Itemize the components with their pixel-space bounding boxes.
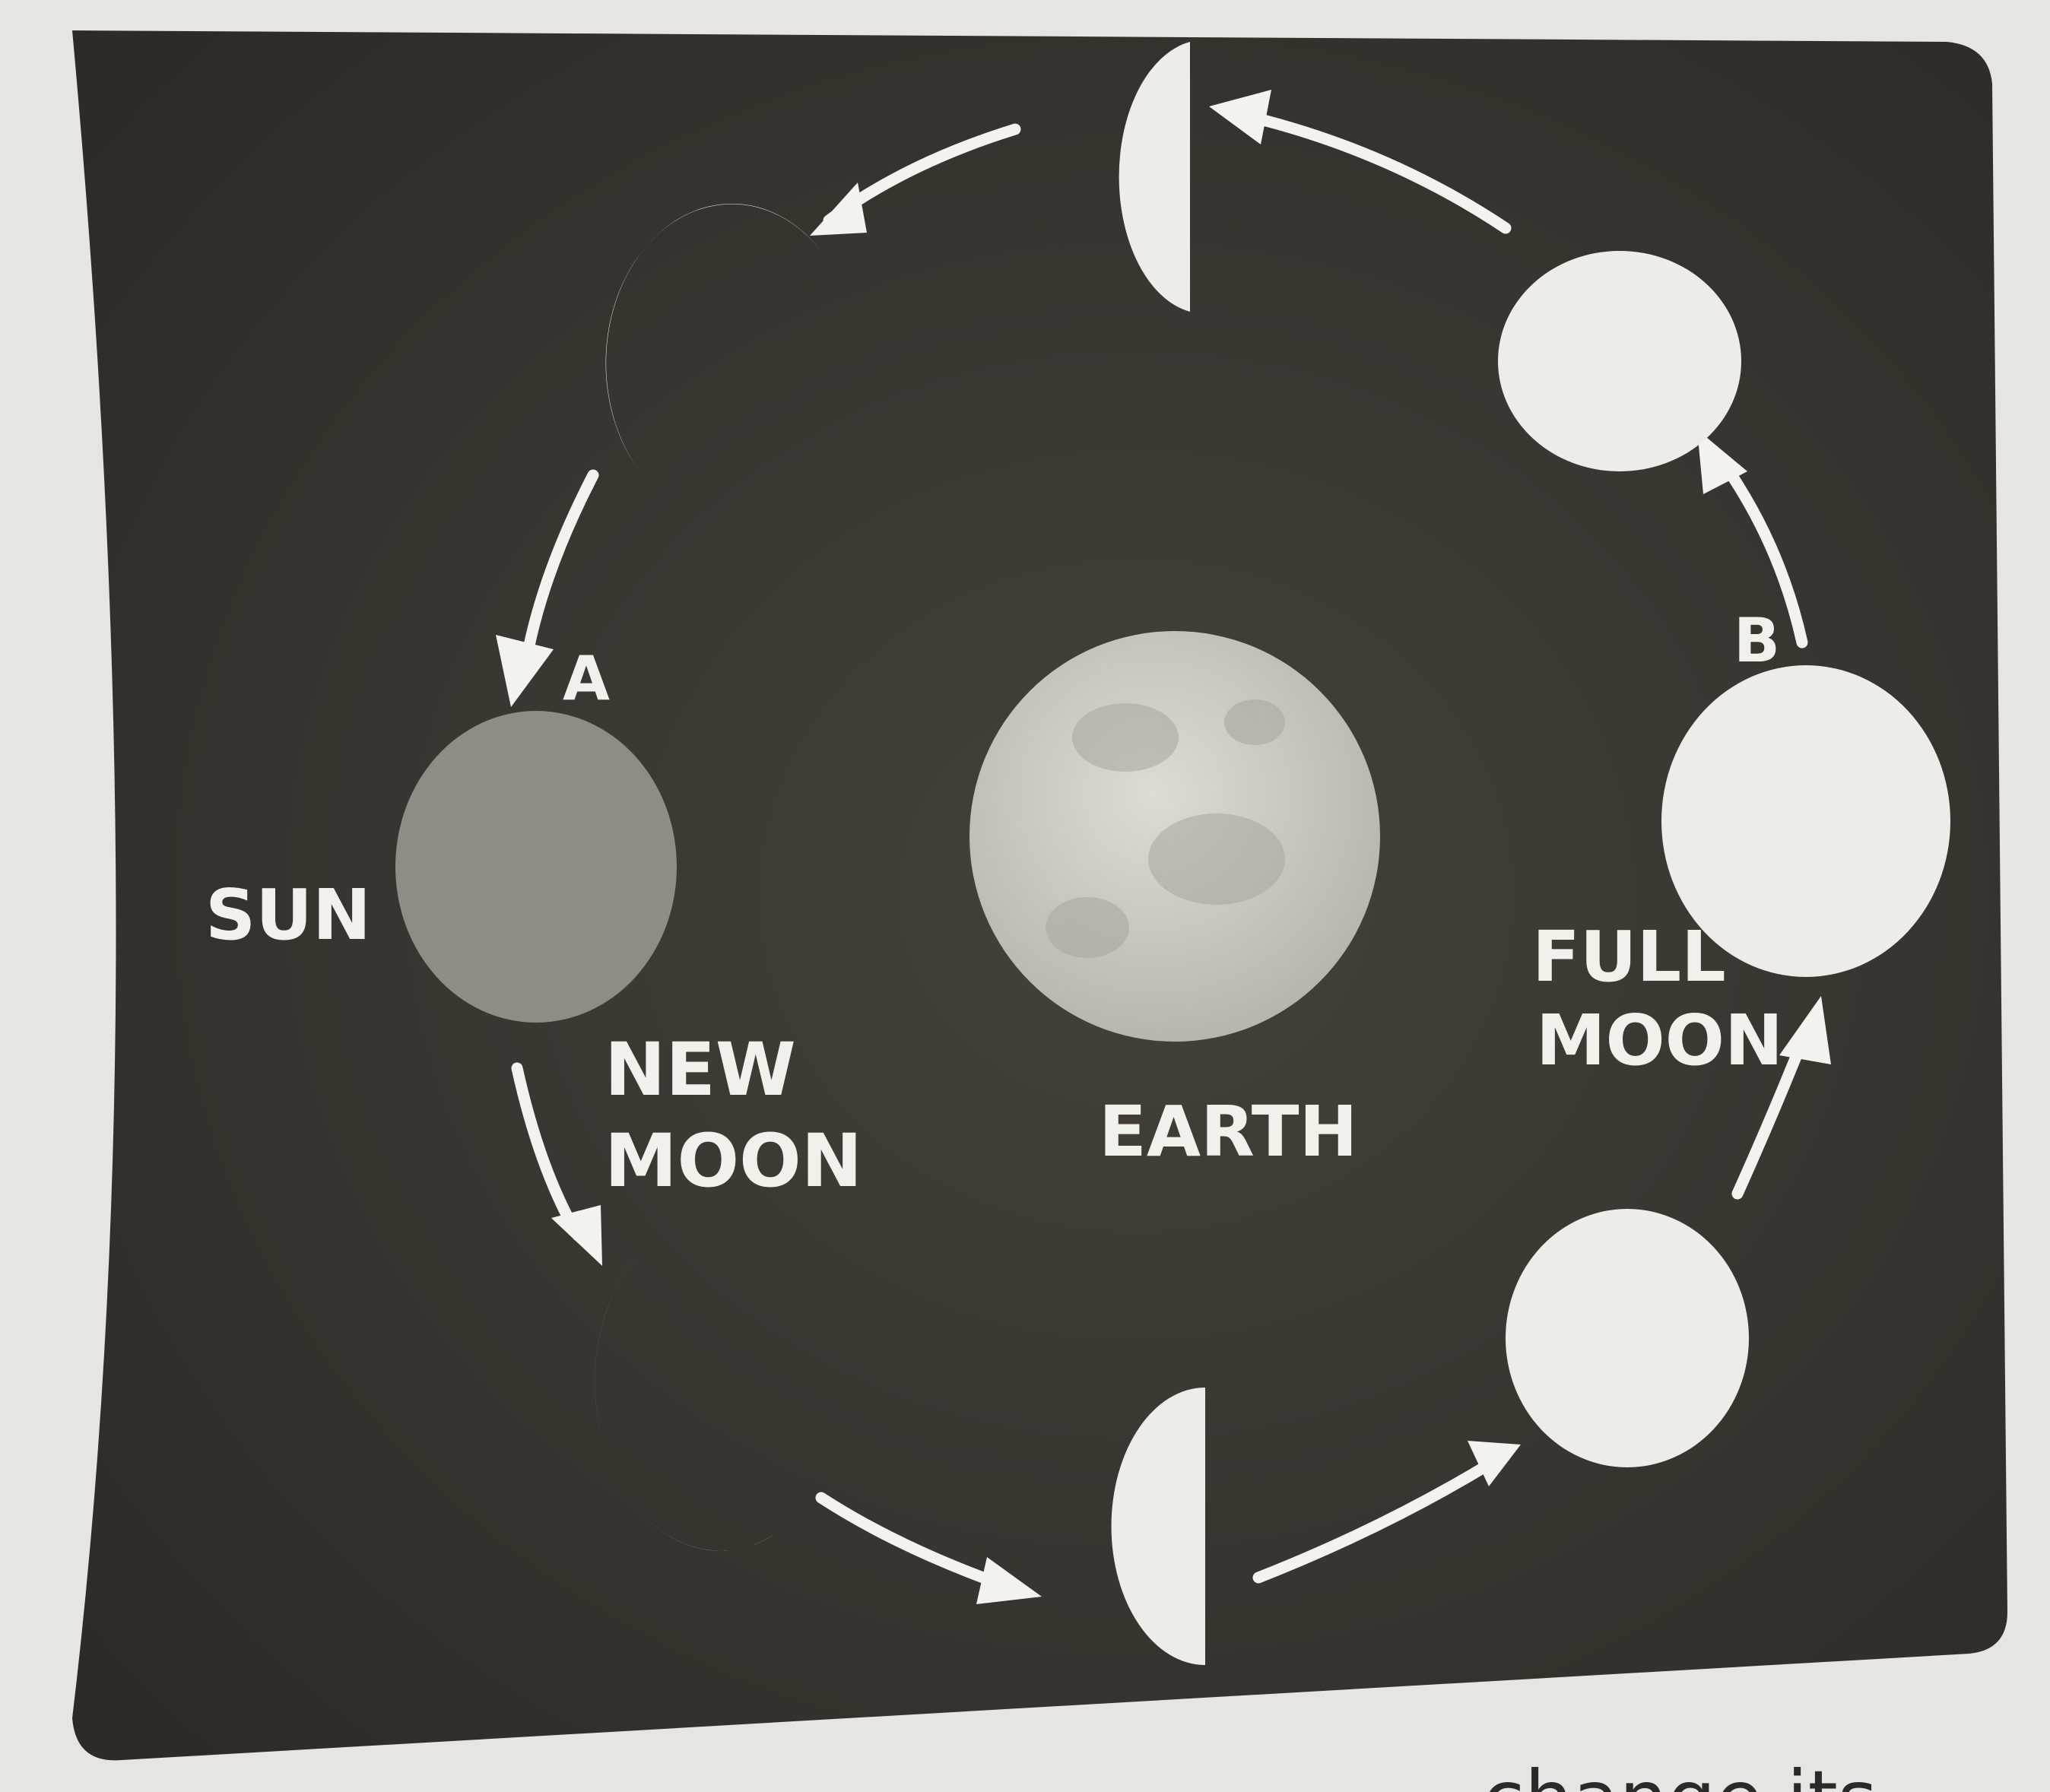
page-text-cutoff: change its (1483, 1754, 1877, 1792)
point-a-label: A (563, 643, 610, 714)
sun-label: SUN (205, 874, 371, 956)
earth-label: EARTH (1099, 1091, 1358, 1172)
full-moon-label-line2: MOON (1536, 1000, 1783, 1081)
point-b-label: B (1734, 605, 1780, 676)
moon-gibbous-top-right (1498, 251, 1741, 471)
new-moon-label-line1: NEW (605, 1027, 796, 1112)
new-moon-label-line2: MOON (605, 1118, 862, 1204)
moon-gibbous-bottom-right (1506, 1209, 1749, 1467)
new-moon (395, 711, 677, 1023)
full-moon-label-line1: FULL (1532, 916, 1726, 997)
